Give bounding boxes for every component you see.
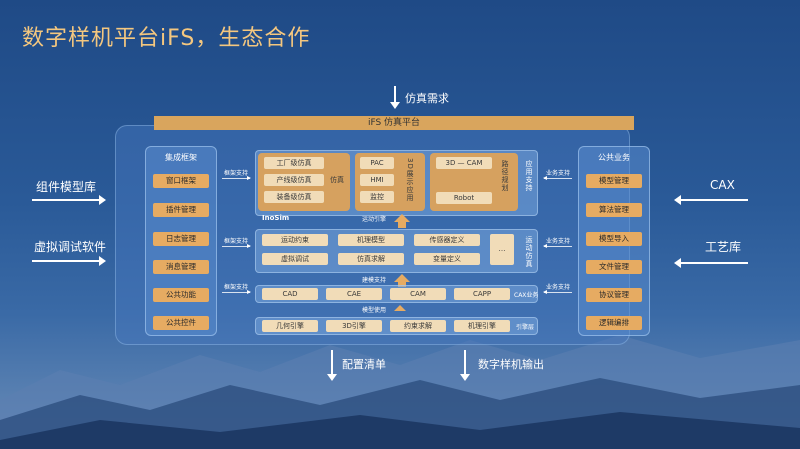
framework-item: 公共控件 [153, 316, 209, 330]
motion-item: 虚拟调试 [262, 253, 328, 265]
inosim-brand: InoSim [262, 214, 290, 222]
display-item: HMI [360, 174, 394, 186]
motion-item: 运动约束 [262, 234, 328, 246]
simulation-demand-label: 仿真需求 [405, 92, 449, 105]
motion-more: … [490, 234, 514, 265]
app-support-label: 应用支持 [525, 160, 533, 192]
right-external-label: CAX [710, 178, 735, 192]
public-business-title: 公共业务 [598, 153, 630, 162]
cax-business-label: CAX业务 [514, 292, 539, 299]
motion-item: 变量定义 [414, 253, 480, 265]
engine-item: 3D引擎 [326, 320, 382, 332]
simulation-item: 产线级仿真 [264, 174, 324, 186]
engine-item: 机理引擎 [454, 320, 510, 332]
framework-support-label: 框架支持 [224, 284, 249, 291]
engine-layer-label: 引擎层 [516, 324, 535, 331]
engine-item: 几何引擎 [262, 320, 318, 332]
arrow-left-icon [543, 244, 572, 248]
framework-support-label: 框架支持 [224, 238, 249, 245]
arrow-right-icon [32, 256, 106, 266]
motion-sim-label: 运动仿真 [525, 236, 533, 268]
motion-item: 传感器定义 [414, 234, 480, 246]
business-item: 模型管理 [586, 174, 642, 188]
motion-engine-label: 运动引擎 [362, 216, 387, 223]
motion-item: 机理模型 [338, 234, 404, 246]
model-usage-label: 模型使用 [362, 307, 387, 314]
modeling-support-label: 建模支持 [362, 277, 387, 284]
output-label: 数字样机输出 [478, 358, 544, 371]
engine-item: 约束求解 [390, 320, 446, 332]
business-support-label: 业务支持 [546, 170, 571, 177]
cax-item: CAM [390, 288, 446, 300]
business-item: 模型导入 [586, 232, 642, 246]
robot-item: 3D — CAM [436, 157, 492, 169]
arrow-down-icon [460, 350, 470, 381]
arrow-down-icon [390, 86, 400, 109]
framework-item: 日志管理 [153, 232, 209, 246]
framework-item: 窗口框架 [153, 174, 209, 188]
right-external-label: 工艺库 [705, 240, 742, 254]
framework-support-label: 框架支持 [224, 170, 249, 177]
business-item: 协议管理 [586, 288, 642, 302]
up-arrow-icon [394, 274, 410, 287]
simulation-label: 仿真 [330, 176, 344, 184]
output-label: 配置清单 [342, 358, 386, 371]
display-item: 监控 [360, 191, 394, 203]
business-support-label: 业务支持 [546, 238, 571, 245]
cax-item: CAD [262, 288, 318, 300]
cax-item: CAE [326, 288, 382, 300]
integration-framework-title: 集成框架 [165, 153, 197, 162]
business-item: 逻辑编排 [586, 316, 642, 330]
arrow-right-icon [222, 290, 251, 294]
platform-title-bar: iFS 仿真平台 [154, 116, 634, 130]
arrow-left-icon [674, 195, 748, 205]
motion-item: 仿真求解 [338, 253, 404, 265]
business-item: 算法管理 [586, 203, 642, 217]
arrow-right-icon [222, 176, 251, 180]
robot-item: Robot [436, 192, 492, 204]
left-external-label: 虚拟调试软件 [34, 240, 107, 254]
business-item: 文件管理 [586, 260, 642, 274]
framework-item: 消息管理 [153, 260, 209, 274]
path-planning-label: 路径规划 [501, 160, 509, 192]
arrow-right-icon [32, 195, 106, 205]
left-external-label: 组件模型库 [36, 180, 97, 194]
page-title: 数字样机平台iFS，生态合作 [22, 26, 311, 51]
display-item: PAC [360, 157, 394, 169]
arrow-left-icon [674, 258, 748, 268]
simulation-item: 工厂级仿真 [264, 157, 324, 169]
arrow-left-icon [543, 176, 572, 180]
business-support-label: 业务支持 [546, 284, 571, 291]
arrow-right-icon [222, 244, 251, 248]
up-arrow-icon [394, 214, 410, 228]
up-arrow-icon [394, 305, 406, 311]
arrow-left-icon [543, 290, 572, 294]
3d-display-label: 3D展示应用 [406, 158, 414, 202]
cax-item: CAPP [454, 288, 510, 300]
arrow-down-icon [327, 350, 337, 381]
framework-item: 公共功能 [153, 288, 209, 302]
framework-item: 插件管理 [153, 203, 209, 217]
simulation-item: 装备级仿真 [264, 191, 324, 203]
